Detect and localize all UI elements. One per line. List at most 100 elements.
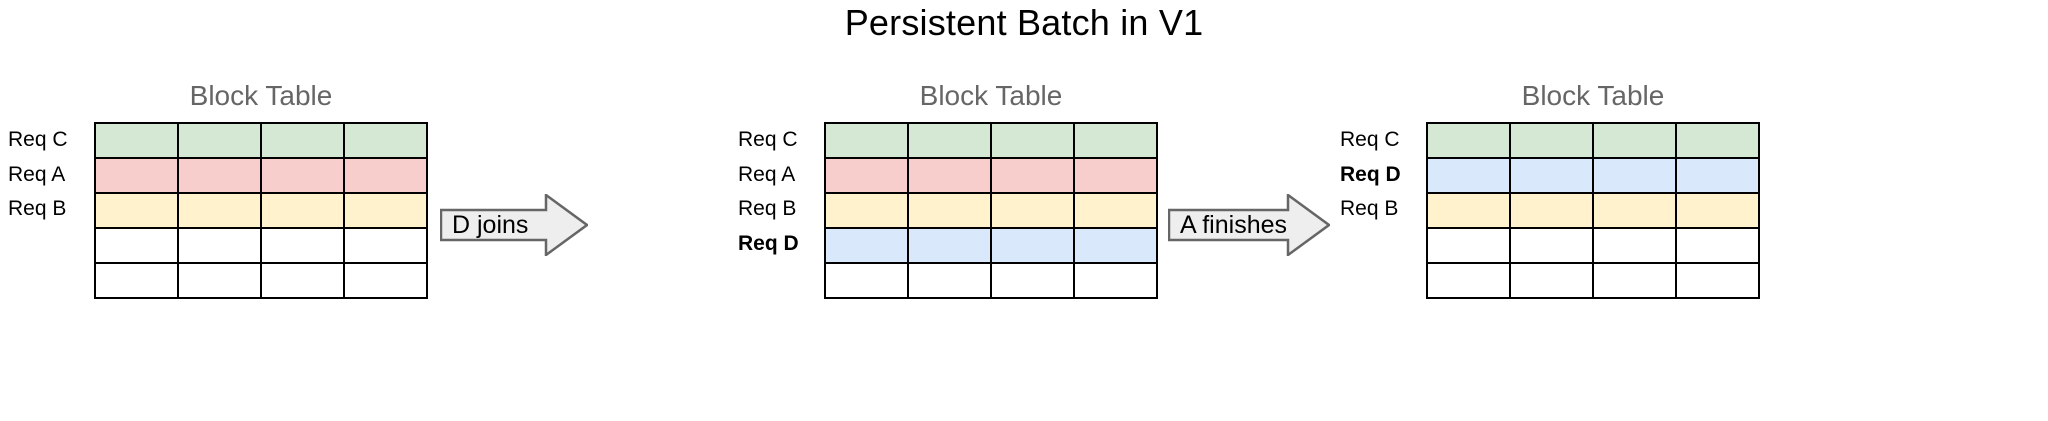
transition-arrow-1-wrap: D joins — [440, 78, 588, 318]
right-arrow-icon — [1168, 194, 1330, 256]
row-label-2-1: Req A — [738, 162, 796, 186]
block-cell[interactable] — [907, 192, 992, 229]
block-cell[interactable] — [94, 227, 179, 264]
block-cell[interactable] — [1592, 192, 1677, 229]
block-cell[interactable] — [1426, 192, 1511, 229]
row-label-2-2: Req B — [738, 197, 797, 220]
block-table-grid-2 — [824, 122, 1158, 299]
row-label-2-3: Req D — [738, 231, 799, 255]
block-cell[interactable] — [990, 157, 1075, 194]
block-cell[interactable] — [907, 157, 992, 194]
block-table-panel-2: Block Table Req C Req A Req B Req D — [738, 78, 1158, 299]
block-cell[interactable] — [1509, 157, 1594, 194]
row-label-3-4 — [1340, 261, 1420, 296]
block-cell[interactable] — [260, 122, 345, 159]
block-cell[interactable] — [824, 192, 909, 229]
block-table-panel-3: Block Table Req C Req D Req B — [1340, 78, 1760, 299]
block-table-grid-3 — [1426, 122, 1760, 299]
block-table-grid-1 — [94, 122, 428, 299]
table-row — [94, 262, 428, 299]
block-cell[interactable] — [1073, 192, 1158, 229]
block-table-panel-1: Block Table Req C Req A Req B — [8, 78, 428, 299]
row-label-column-1: Req C Req A Req B — [8, 122, 88, 296]
transition-arrow-2-wrap: A finishes — [1168, 78, 1330, 318]
block-table-caption-2: Block Table — [919, 80, 1063, 111]
table-row — [824, 227, 1158, 264]
block-cell[interactable] — [1426, 227, 1511, 264]
table-row — [94, 122, 428, 159]
block-cell[interactable] — [1426, 157, 1511, 194]
block-cell[interactable] — [94, 122, 179, 159]
block-cell[interactable] — [1592, 262, 1677, 299]
block-cell[interactable] — [907, 262, 992, 299]
table-row — [1426, 227, 1760, 264]
row-label-3-2: Req B — [1340, 197, 1399, 220]
block-cell[interactable] — [1592, 227, 1677, 264]
block-cell[interactable] — [260, 227, 345, 264]
block-cell[interactable] — [94, 192, 179, 229]
block-cell[interactable] — [343, 192, 428, 229]
block-cell[interactable] — [824, 262, 909, 299]
block-cell[interactable] — [1426, 262, 1511, 299]
block-cell[interactable] — [1426, 122, 1511, 159]
table-row — [94, 227, 428, 264]
row-label-3-0: Req C — [1340, 128, 1400, 151]
block-cell[interactable] — [177, 262, 262, 299]
block-cell[interactable] — [1073, 157, 1158, 194]
block-cell[interactable] — [907, 122, 992, 159]
row-label-2-0: Req C — [738, 128, 798, 151]
row-label-3-1: Req D — [1340, 162, 1401, 186]
block-cell[interactable] — [343, 157, 428, 194]
block-cell[interactable] — [94, 157, 179, 194]
block-cell[interactable] — [1073, 262, 1158, 299]
diagram-canvas: Block Table Req C Req A Req B — [0, 78, 2048, 318]
block-cell[interactable] — [1675, 227, 1760, 264]
block-cell[interactable] — [1592, 157, 1677, 194]
row-label-1-4 — [8, 261, 88, 296]
block-cell[interactable] — [1675, 157, 1760, 194]
table-row — [824, 122, 1158, 159]
block-cell[interactable] — [1509, 262, 1594, 299]
block-cell[interactable] — [177, 192, 262, 229]
table-row — [94, 157, 428, 194]
block-cell[interactable] — [1592, 122, 1677, 159]
table-row — [824, 192, 1158, 229]
block-cell[interactable] — [1675, 262, 1760, 299]
block-cell[interactable] — [907, 227, 992, 264]
block-cell[interactable] — [343, 227, 428, 264]
block-cell[interactable] — [260, 192, 345, 229]
block-table-caption-3: Block Table — [1521, 80, 1665, 111]
transition-arrow-2[interactable]: A finishes — [1168, 194, 1330, 256]
block-cell[interactable] — [177, 157, 262, 194]
block-cell[interactable] — [990, 262, 1075, 299]
block-cell[interactable] — [1073, 227, 1158, 264]
block-cell[interactable] — [177, 122, 262, 159]
block-cell[interactable] — [260, 157, 345, 194]
right-arrow-icon — [440, 194, 588, 256]
table-row — [824, 157, 1158, 194]
block-cell[interactable] — [1675, 192, 1760, 229]
block-cell[interactable] — [1509, 192, 1594, 229]
block-cell[interactable] — [1509, 227, 1594, 264]
block-cell[interactable] — [824, 227, 909, 264]
block-cell[interactable] — [824, 122, 909, 159]
table-row — [1426, 122, 1760, 159]
row-label-1-1: Req A — [8, 162, 66, 186]
row-label-column-3: Req C Req D Req B — [1340, 122, 1420, 296]
transition-arrow-1[interactable]: D joins — [440, 194, 588, 256]
table-row — [1426, 192, 1760, 229]
block-cell[interactable] — [1675, 122, 1760, 159]
block-cell[interactable] — [1509, 122, 1594, 159]
block-cell[interactable] — [260, 262, 345, 299]
block-cell[interactable] — [824, 157, 909, 194]
block-cell[interactable] — [94, 262, 179, 299]
block-cell[interactable] — [990, 122, 1075, 159]
row-label-3-3 — [1340, 227, 1420, 262]
block-cell[interactable] — [343, 262, 428, 299]
block-cell[interactable] — [990, 192, 1075, 229]
block-cell[interactable] — [990, 227, 1075, 264]
block-cell[interactable] — [343, 122, 428, 159]
block-cell[interactable] — [1073, 122, 1158, 159]
block-table-caption-1: Block Table — [189, 80, 333, 111]
block-cell[interactable] — [177, 227, 262, 264]
